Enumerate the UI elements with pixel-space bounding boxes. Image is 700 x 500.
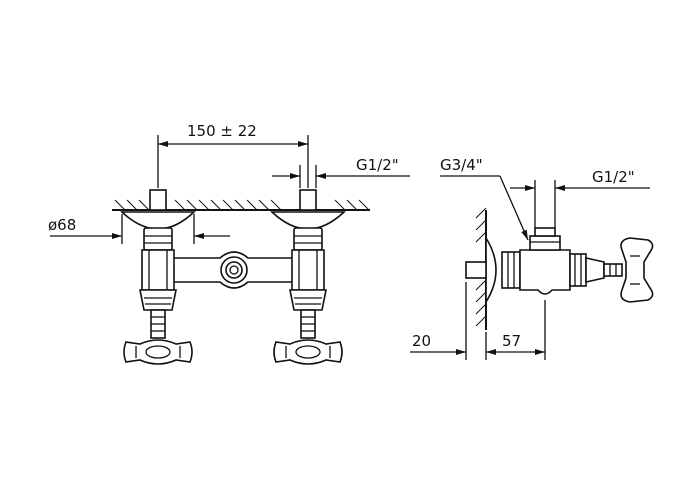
right-inlet-stub	[299, 189, 317, 211]
side-rosette	[485, 235, 497, 305]
front-view: 150 ± 22 G1/2" ø68	[48, 122, 410, 365]
side-body	[519, 249, 571, 295]
label-projection: 57	[502, 332, 521, 350]
label-wall-offset: 20	[412, 332, 431, 350]
body-connector	[169, 251, 297, 289]
left-inlet-stub	[149, 189, 167, 211]
dim-side-inlet: G3/4"	[440, 156, 529, 241]
right-handle-icon	[273, 339, 343, 365]
label-spacing: 150 ± 22	[187, 122, 257, 140]
side-nut	[501, 251, 521, 289]
left-rosette	[119, 211, 197, 230]
side-handle-icon	[620, 237, 654, 303]
right-rosette	[269, 211, 347, 230]
right-valve	[289, 227, 327, 339]
side-view: G3/4" G1/2" 20 57	[410, 156, 654, 360]
side-top-outlet	[529, 227, 561, 251]
dim-side-outlet: G1/2"	[510, 168, 650, 228]
label-side-inlet: G3/4"	[440, 156, 483, 174]
dim-wall-offset: 20 57	[410, 282, 546, 360]
left-valve	[139, 227, 177, 339]
side-wall-stub	[465, 261, 487, 279]
side-bonnet	[569, 253, 623, 287]
label-diameter: ø68	[48, 216, 76, 234]
label-side-outlet: G1/2"	[592, 168, 635, 186]
left-handle-icon	[123, 339, 193, 365]
dim-left-thread: G1/2"	[272, 156, 410, 188]
label-left-thread: G1/2"	[356, 156, 399, 174]
dim-diameter: ø68	[48, 214, 230, 244]
dim-spacing: 150 ± 22	[157, 122, 309, 188]
